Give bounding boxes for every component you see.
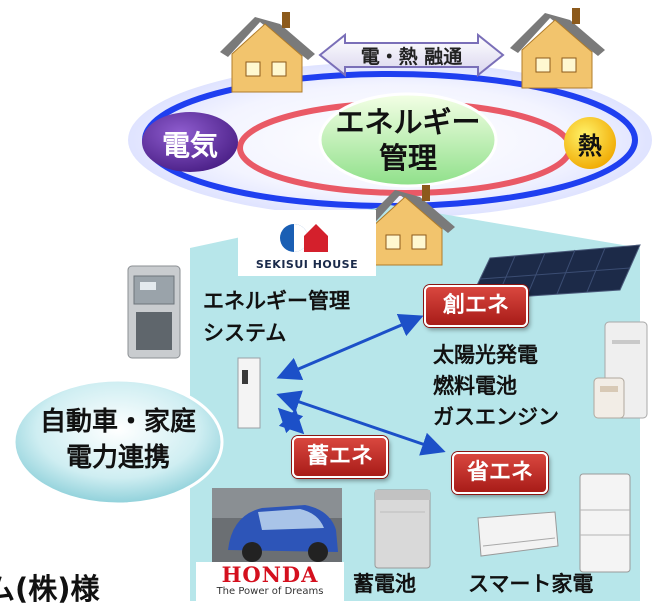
exchange-label: 電・熱 融通 — [360, 46, 463, 68]
house-icon-center — [360, 185, 455, 266]
house-icon-right — [510, 8, 605, 89]
arrow-to-creation — [276, 314, 424, 380]
hems-controller-image — [237, 357, 261, 429]
saving-badge: 省エネ — [452, 452, 548, 494]
creation-badge: 創エネ — [424, 285, 528, 327]
storage-battery-image — [374, 489, 431, 569]
storage-badge: 蓄エネ — [292, 436, 388, 478]
hems-label-line2: システム — [203, 321, 287, 345]
partial-company-text: ム(株)様 — [0, 572, 100, 606]
electricity-bubble — [142, 112, 238, 172]
arrow-to-storage — [277, 407, 305, 435]
source-item-fuel-cell: 燃料電池 — [433, 374, 517, 398]
exchange-arrow — [318, 32, 505, 78]
vehicle-link-label: 自動車・家庭 電力連携 — [14, 404, 222, 476]
car-photo — [212, 488, 342, 568]
smart-meter-image — [127, 265, 181, 359]
honda-logo: HONDA The Power of Dreams — [196, 562, 344, 601]
hems-label-line1: エネルギー管理 — [203, 289, 350, 313]
air-conditioner-image — [477, 511, 559, 557]
sekisui-house-text: SEKISUI HOUSE — [255, 258, 359, 271]
energy-management-line1: エネルギー — [335, 105, 481, 139]
electricity-label: 電気 — [161, 129, 218, 162]
energy-management-label: エネルギー 管理 — [330, 104, 486, 176]
vehicle-link-line2: 電力連携 — [65, 443, 170, 473]
vehicle-link-line1: 自動車・家庭 — [39, 407, 196, 437]
sekisui-house-mark — [280, 224, 328, 252]
vehicle-link-bubble — [12, 378, 224, 506]
sekisui-house-logo: SEKISUI HOUSE — [238, 210, 376, 276]
smart-appliance-label: スマート家電 — [468, 572, 594, 596]
energy-management-blob — [318, 92, 498, 188]
hems-label: エネルギー管理 システム — [203, 285, 350, 349]
gas-engine-image — [593, 377, 625, 419]
arrow-to-saving — [276, 390, 446, 456]
refrigerator-image — [579, 473, 631, 573]
heat-label: 熱 — [578, 132, 602, 160]
source-item-gas-engine: ガスエンジン — [433, 405, 559, 429]
energy-management-line2: 管理 — [378, 141, 437, 175]
heat-bubble — [564, 117, 616, 169]
source-item-solar: 太陽光発電 — [433, 343, 538, 367]
storage-battery-label: 蓄電池 — [353, 572, 416, 596]
house-icon-left — [220, 12, 315, 93]
honda-tagline: The Power of Dreams — [216, 586, 324, 597]
energy-sources-list: 太陽光発電 燃料電池 ガスエンジン — [433, 340, 559, 433]
honda-brand: HONDA — [221, 562, 319, 587]
